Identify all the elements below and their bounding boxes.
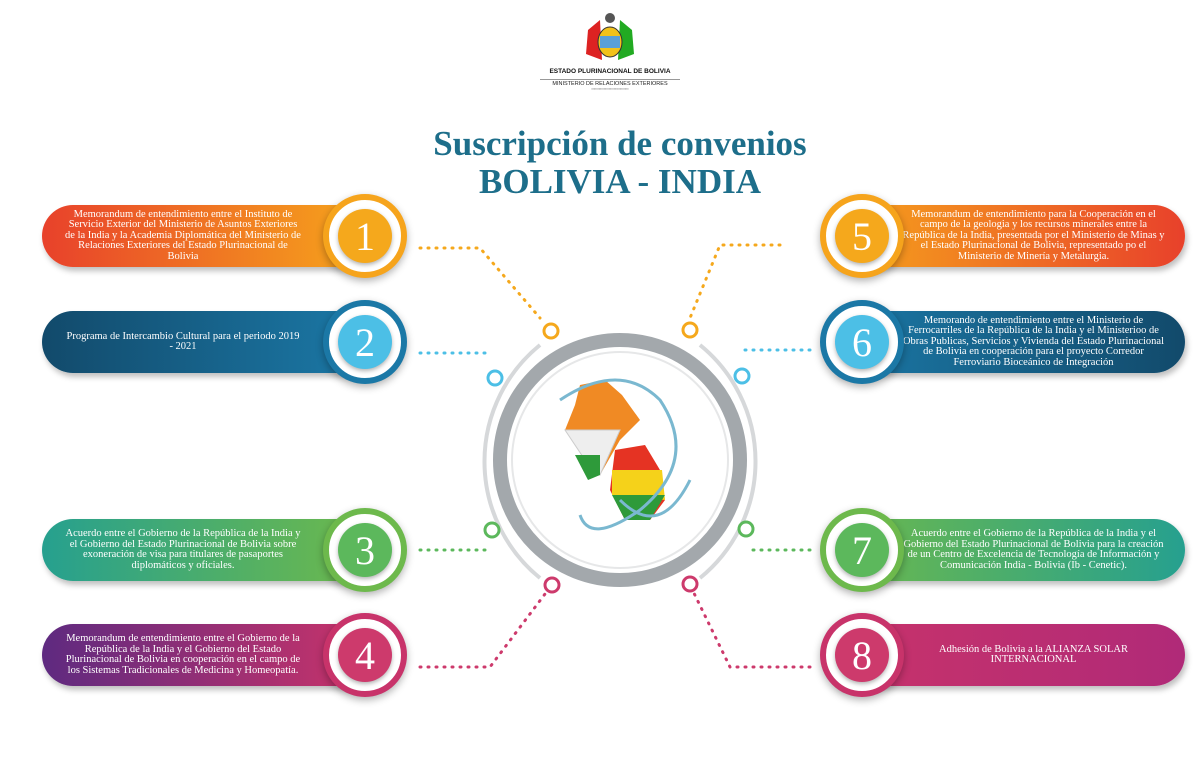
title-line-2: BOLIVIA - INDIA: [479, 162, 761, 201]
bolivia-coat-of-arms-icon: [580, 10, 640, 68]
agreement-number: 3: [338, 523, 392, 577]
agreement-text: Acuerdo entre el Gobierno de la Repúblic…: [65, 528, 301, 571]
agreement-number: 7: [835, 523, 889, 577]
connector-1: [418, 246, 542, 320]
agreement-text: Programa de Intercambio Cultural para el…: [66, 330, 300, 352]
org-name: ESTADO PLURINACIONAL DE BOLIVIA: [549, 68, 671, 75]
india-bolivia-map-icon: [559, 378, 692, 531]
agreement-3-number-badge: 3: [323, 508, 407, 592]
agreement-text: Memorandum de entendimiento entre el Gob…: [65, 633, 301, 676]
connector-4: [418, 588, 550, 669]
agreement-text: Memorando de entendimiento entre el Mini…: [902, 314, 1165, 368]
agreement-1-banner: Memorandum de entendimiento entre el Ins…: [42, 205, 362, 267]
agreement-number: 4: [338, 628, 392, 682]
agreement-4-number-badge: 4: [323, 613, 407, 697]
agreement-text: Memorandum de entendimiento entre el Ins…: [65, 208, 301, 262]
page-title: Suscripción de convenios BOLIVIA - INDIA: [0, 125, 1200, 201]
agreement-number: 6: [835, 315, 889, 369]
agreement-text: Memorandum de entendimiento para la Coop…: [902, 208, 1165, 262]
connector-8: [688, 583, 812, 669]
agreement-7-number-badge: 7: [820, 508, 904, 592]
agreement-6-number-badge: 6: [820, 300, 904, 384]
agreement-2-number-badge: 2: [323, 300, 407, 384]
ministry-name: MINISTERIO DE RELACIONES EXTERIORES: [540, 79, 680, 87]
agreement-number: 8: [835, 628, 889, 682]
agreement-text: Adhesión de Bolivia a la ALIANZA SOLAR I…: [939, 643, 1128, 665]
ministry-logo: ESTADO PLURINACIONAL DE BOLIVIA MINISTER…: [540, 10, 680, 91]
agreement-number: 2: [338, 315, 392, 369]
agreement-8-number-badge: 8: [820, 613, 904, 697]
agreement-text: Acuerdo entre el Gobierno de la Repúblic…: [903, 528, 1164, 571]
agreement-1-number-badge: 1: [323, 194, 407, 278]
agreement-number: 1: [338, 209, 392, 263]
connector-5: [688, 243, 782, 320]
agreement-3-banner: Acuerdo entre el Gobierno de la Repúblic…: [42, 519, 362, 581]
agreement-4-banner: Memorandum de entendimiento entre el Gob…: [42, 624, 362, 686]
agreement-5-number-badge: 5: [820, 194, 904, 278]
agreement-2-banner: Programa de Intercambio Cultural para el…: [42, 311, 362, 373]
title-line-1: Suscripción de convenios: [433, 124, 807, 163]
agreement-number: 5: [835, 209, 889, 263]
ministry-subtitle-lines: ▪▪▪▪▪▪▪▪▪▪▪▪▪▪▪▪▪▪▪▪▪▪▪▪▪▪▪▪▪▪: [591, 87, 629, 91]
